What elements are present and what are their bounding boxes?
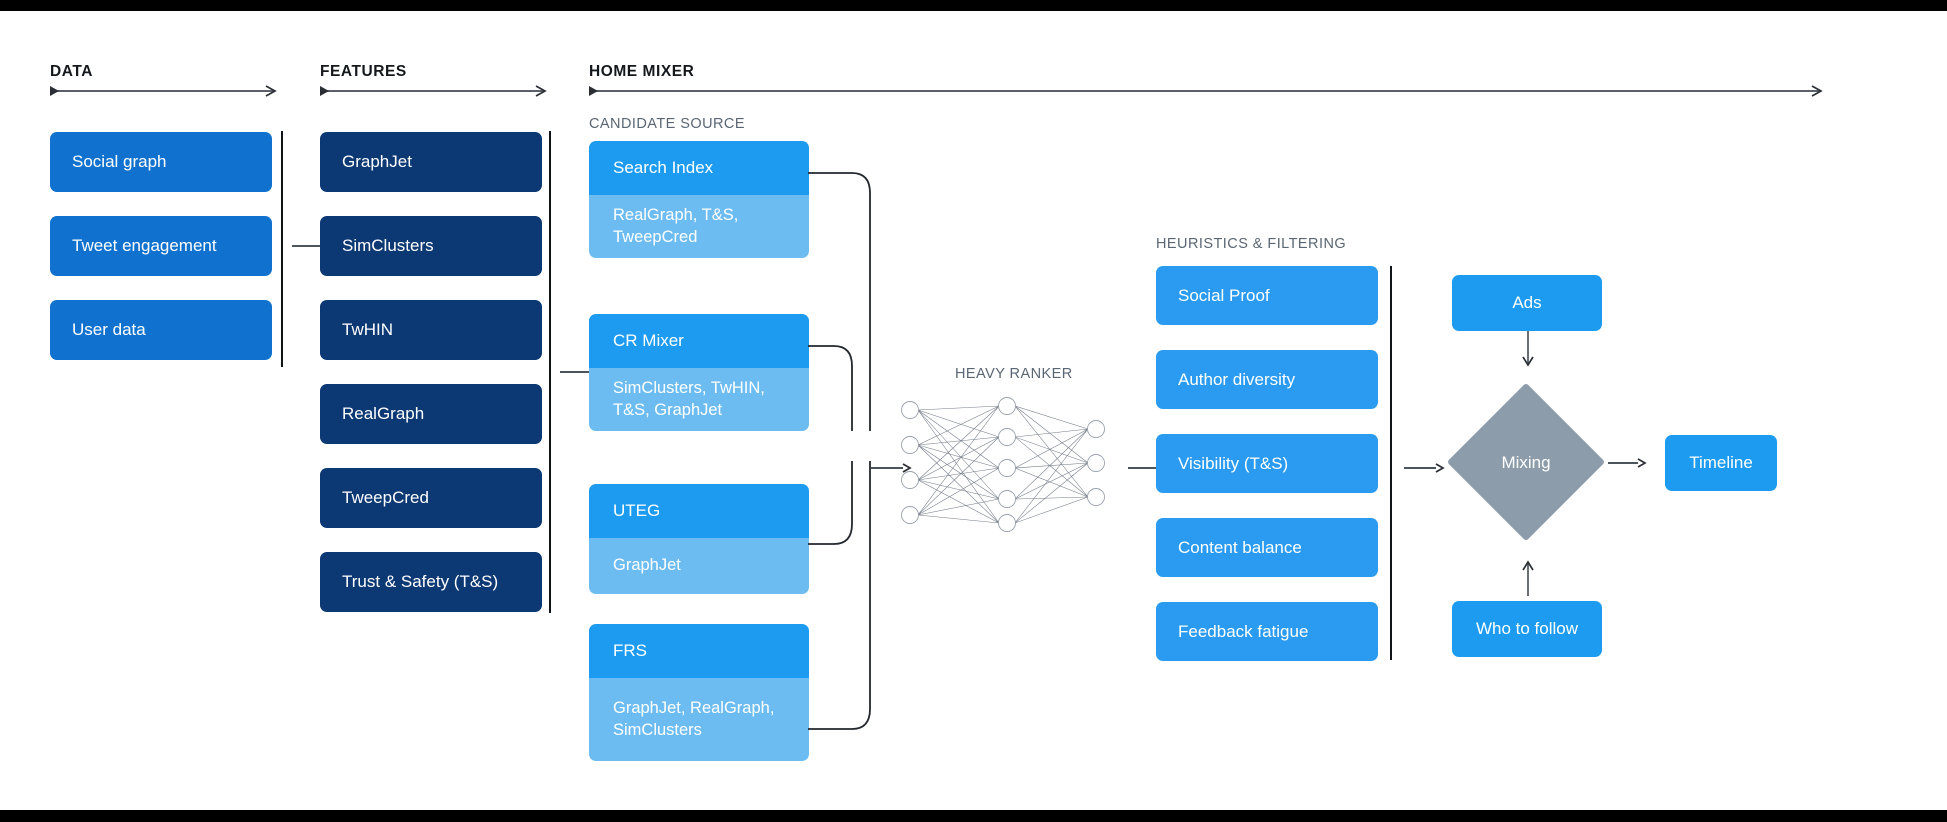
arrow-ads-to-mixing bbox=[1522, 331, 1534, 367]
candidate-card-features: RealGraph, T&S, TweepCred bbox=[589, 195, 809, 258]
output-box-label: Who to follow bbox=[1475, 619, 1579, 638]
heuristic-box-content-balance[interactable]: Content balance bbox=[1156, 518, 1378, 577]
output-box-label: Timeline bbox=[1689, 453, 1753, 472]
candidate-card-search-index[interactable]: Search Index RealGraph, T&S, TweepCred bbox=[589, 141, 809, 258]
candidate-card-frs[interactable]: FRS GraphJet, RealGraph, SimClusters bbox=[589, 624, 809, 761]
candidate-card-title: UTEG bbox=[589, 484, 809, 538]
data-box-label: Tweet engagement bbox=[72, 236, 217, 255]
feature-box-simclusters[interactable]: SimClusters bbox=[320, 216, 542, 276]
heuristic-box-label: Feedback fatigue bbox=[1178, 621, 1309, 641]
output-box-label: Ads bbox=[1512, 293, 1542, 312]
data-axis-arrow bbox=[50, 85, 277, 97]
section-header-home-mixer: HOME MIXER bbox=[589, 63, 695, 80]
candidate-card-title: CR Mixer bbox=[589, 314, 809, 368]
feature-box-label: TweepCred bbox=[342, 488, 429, 507]
arrow-line bbox=[292, 245, 322, 247]
subsection-header-candidate-source: CANDIDATE SOURCE bbox=[589, 116, 745, 132]
feature-box-label: SimClusters bbox=[342, 236, 434, 255]
heavy-ranker-neural-network bbox=[901, 397, 1105, 532]
candidate-card-features: GraphJet bbox=[589, 538, 809, 594]
arrow-line bbox=[1128, 467, 1160, 469]
features-axis-arrowhead bbox=[535, 85, 547, 97]
arrow-line bbox=[1608, 462, 1638, 464]
feature-box-label: RealGraph bbox=[342, 404, 425, 423]
feature-box-tweepcred[interactable]: TweepCred bbox=[320, 468, 542, 528]
arrow-line bbox=[1404, 467, 1436, 469]
arrow-mixing-to-timeline bbox=[1608, 458, 1647, 468]
data-box-label: User data bbox=[72, 320, 146, 339]
data-box-user-data[interactable]: User data bbox=[50, 300, 272, 360]
home-mixer-axis-arrowhead bbox=[1811, 85, 1823, 97]
heuristic-box-label: Content balance bbox=[1178, 537, 1302, 557]
subsection-header-heuristics: HEURISTICS & FILTERING bbox=[1156, 236, 1347, 252]
data-axis-arrowhead bbox=[265, 85, 277, 97]
candidate-card-features: SimClusters, TwHIN, T&S, GraphJet bbox=[589, 368, 809, 431]
arrow-head-icon bbox=[902, 463, 912, 473]
home-mixer-axis-line bbox=[589, 90, 1821, 92]
heuristic-box-label: Social Proof bbox=[1178, 285, 1270, 305]
feature-box-realgraph[interactable]: RealGraph bbox=[320, 384, 542, 444]
arrow-candidates-to-heavy-ranker bbox=[871, 463, 912, 473]
output-box-ads[interactable]: Ads bbox=[1452, 275, 1602, 331]
section-header-data: DATA bbox=[50, 63, 93, 80]
feature-box-trust-and-safety[interactable]: Trust & Safety (T&S) bbox=[320, 552, 542, 612]
data-box-label: Social graph bbox=[72, 152, 167, 171]
diagram-canvas: DATA Social graph Tweet engagement User … bbox=[0, 11, 1947, 810]
candidate-card-features: GraphJet, RealGraph, SimClusters bbox=[589, 678, 809, 761]
mixing-label: Mixing bbox=[1501, 453, 1551, 472]
data-box-tweet-engagement[interactable]: Tweet engagement bbox=[50, 216, 272, 276]
candidate-card-cr-mixer[interactable]: CR Mixer SimClusters, TwHIN, T&S, GraphJ… bbox=[589, 314, 809, 431]
output-box-timeline[interactable]: Timeline bbox=[1665, 435, 1777, 491]
data-axis-start-cap bbox=[50, 86, 59, 96]
arrow-line bbox=[871, 467, 903, 469]
heuristic-box-label: Visibility (T&S) bbox=[1178, 453, 1289, 473]
data-box-social-graph[interactable]: Social graph bbox=[50, 132, 272, 192]
candidate-card-title: Search Index bbox=[589, 141, 809, 195]
arrow-line bbox=[560, 371, 590, 373]
arrow-who-to-follow-to-mixing bbox=[1522, 560, 1534, 596]
features-axis-start-cap bbox=[320, 86, 329, 96]
heuristic-box-social-proof[interactable]: Social Proof bbox=[1156, 266, 1378, 325]
heuristic-box-author-diversity[interactable]: Author diversity bbox=[1156, 350, 1378, 409]
divider-data-features bbox=[281, 131, 283, 367]
divider-features-home-mixer bbox=[549, 131, 551, 613]
feature-box-label: GraphJet bbox=[342, 152, 412, 171]
candidate-card-title: FRS bbox=[589, 624, 809, 678]
candidate-bracket-connectors bbox=[808, 172, 871, 730]
arrow-heuristics-to-mixing bbox=[1404, 463, 1445, 473]
feature-box-label: Trust & Safety (T&S) bbox=[342, 572, 499, 591]
arrow-head-icon bbox=[1435, 463, 1445, 473]
candidate-card-uteg[interactable]: UTEG GraphJet bbox=[589, 484, 809, 594]
home-mixer-axis-arrow bbox=[589, 85, 1823, 97]
feature-box-twhin[interactable]: TwHIN bbox=[320, 300, 542, 360]
heuristic-box-visibility[interactable]: Visibility (T&S) bbox=[1156, 434, 1378, 493]
data-axis-line bbox=[50, 90, 275, 92]
arrow-head-icon bbox=[1637, 458, 1647, 468]
subsection-header-heavy-ranker: HEAVY RANKER bbox=[955, 366, 1073, 382]
divider-heuristics-outputs bbox=[1390, 266, 1392, 660]
feature-box-graphjet[interactable]: GraphJet bbox=[320, 132, 542, 192]
home-mixer-axis-start-cap bbox=[589, 86, 598, 96]
feature-box-label: TwHIN bbox=[342, 320, 393, 339]
features-axis-line bbox=[320, 90, 545, 92]
output-box-who-to-follow[interactable]: Who to follow bbox=[1452, 601, 1602, 657]
features-axis-arrow bbox=[320, 85, 547, 97]
heuristic-box-feedback-fatigue[interactable]: Feedback fatigue bbox=[1156, 602, 1378, 661]
section-header-features: FEATURES bbox=[320, 63, 407, 80]
heuristic-box-label: Author diversity bbox=[1178, 369, 1296, 389]
